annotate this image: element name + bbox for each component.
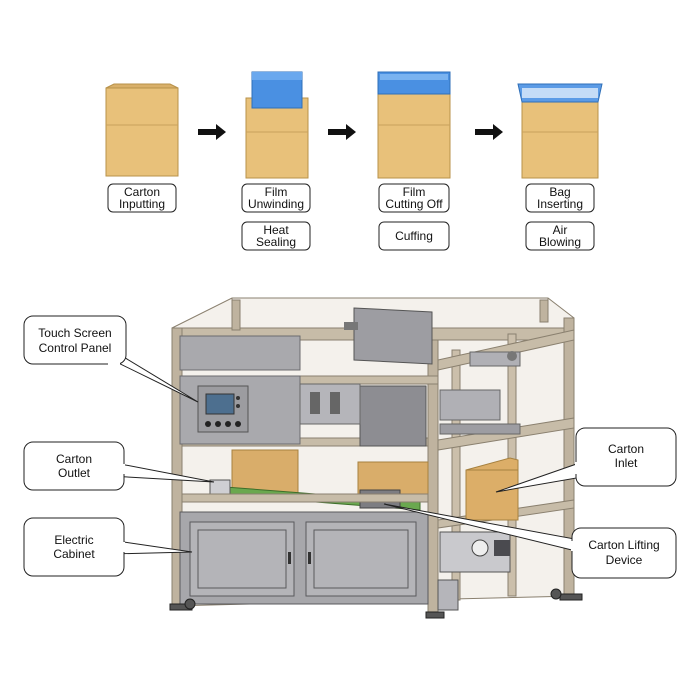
step-label-bag-inserting: Bag Inserting — [525, 183, 595, 213]
carton-inputting-illustration — [105, 83, 179, 177]
svg-text:Cabinet: Cabinet — [53, 547, 95, 561]
step-label-carton-inputting: Carton Inputting — [107, 183, 177, 213]
svg-text:Sealing: Sealing — [256, 235, 296, 249]
machine-feet — [169, 588, 583, 619]
svg-text:Inlet: Inlet — [615, 456, 638, 470]
step-label-heat-sealing: Heat Sealing — [241, 221, 311, 251]
machine-illustration — [169, 297, 583, 619]
film-unwinding-illustration — [245, 71, 309, 179]
flow-arrow-2 — [328, 124, 356, 140]
callout-carton-lifting-device: Carton Lifting Device — [383, 503, 677, 579]
svg-text:Device: Device — [606, 553, 643, 567]
svg-text:Inserting: Inserting — [537, 197, 583, 211]
callout-carton-outlet: Carton Outlet — [23, 441, 215, 491]
svg-text:Carton: Carton — [608, 442, 644, 456]
conveyor — [181, 479, 429, 511]
svg-text:Inputting: Inputting — [119, 197, 165, 211]
carton-lifting-device — [437, 531, 511, 611]
flow-arrow-3 — [475, 124, 503, 140]
flow-arrow-1 — [198, 124, 226, 140]
svg-text:Blowing: Blowing — [539, 235, 581, 249]
bag-inserting-illustration — [517, 83, 603, 179]
electric-cabinet — [179, 511, 429, 605]
svg-text:Heat: Heat — [263, 223, 289, 237]
central-mechanism — [299, 307, 521, 447]
svg-text:Bag: Bag — [549, 185, 570, 199]
svg-text:Touch Screen: Touch Screen — [38, 326, 111, 340]
film-cutting-illustration — [377, 71, 451, 179]
svg-text:Carton: Carton — [56, 452, 92, 466]
callouts: Touch Screen Control Panel Carton Outlet… — [23, 315, 677, 579]
svg-text:Electric: Electric — [54, 533, 93, 547]
svg-text:Cutting Off: Cutting Off — [385, 197, 443, 211]
svg-text:Carton: Carton — [124, 185, 160, 199]
callout-carton-inlet: Carton Inlet — [495, 427, 677, 493]
svg-text:Film: Film — [265, 185, 288, 199]
callout-electric-cabinet: Electric Cabinet — [23, 517, 193, 577]
svg-text:Outlet: Outlet — [58, 466, 91, 480]
touch-screen-control-panel — [197, 385, 249, 433]
step-label-film-cutting-off: Film Cutting Off — [378, 183, 450, 213]
svg-text:Film: Film — [403, 185, 426, 199]
svg-text:Air: Air — [553, 223, 568, 237]
svg-text:Cuffing: Cuffing — [395, 229, 433, 243]
step-label-film-unwinding: Film Unwinding — [241, 183, 311, 213]
step-label-air-blowing: Air Blowing — [525, 221, 595, 251]
svg-text:Unwinding: Unwinding — [248, 197, 304, 211]
step-label-cuffing: Cuffing — [378, 221, 450, 251]
svg-text:Control Panel: Control Panel — [39, 341, 112, 355]
svg-text:Carton Lifting: Carton Lifting — [588, 538, 659, 552]
callout-touch-screen-control-panel: Touch Screen Control Panel — [23, 315, 199, 403]
process-flow: Carton Inputting Film Unwinding Heat Sea… — [105, 71, 603, 251]
